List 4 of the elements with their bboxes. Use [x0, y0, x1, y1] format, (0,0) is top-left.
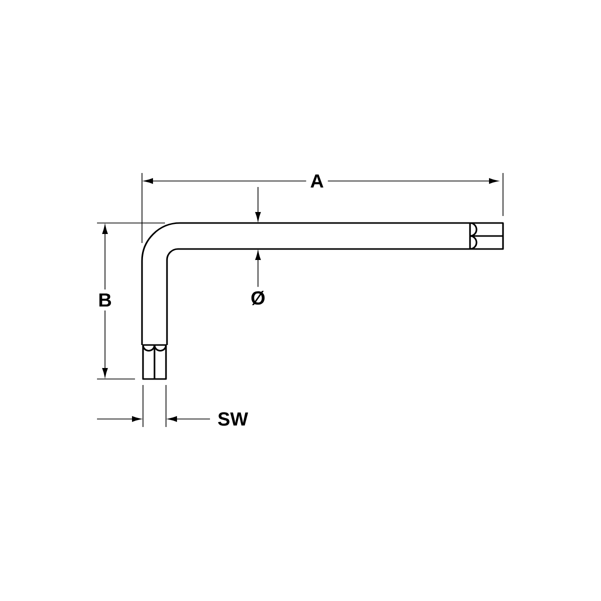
- dimension-label: SW: [214, 408, 252, 430]
- dimension-label: A: [306, 170, 328, 192]
- dimension-label: B: [94, 289, 116, 311]
- dimension-label: Ø: [246, 286, 270, 310]
